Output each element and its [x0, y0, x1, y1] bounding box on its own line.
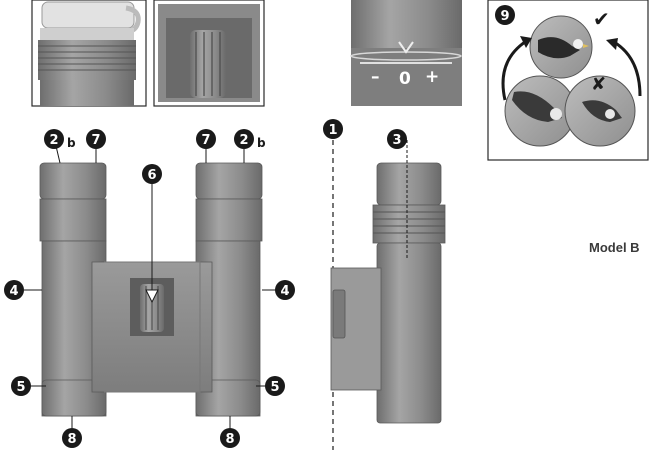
svg-text:7: 7 — [91, 133, 100, 148]
svg-text:3: 3 — [392, 133, 401, 148]
diopter-scale-inset: – 0 + — [350, 0, 462, 106]
callout-3: 3 — [387, 129, 407, 149]
callout-9: 9 — [495, 5, 515, 25]
callout-8-left: 8 — [62, 428, 82, 448]
callout-6: 6 — [142, 164, 162, 184]
callout-2-right: 2 b — [234, 129, 266, 150]
correct-check-icon: ✔ — [593, 7, 610, 31]
svg-text:b: b — [257, 136, 266, 150]
binocular-front-view — [24, 145, 276, 428]
svg-text:2: 2 — [49, 133, 58, 148]
incorrect-cross-icon: ✘ — [591, 74, 606, 95]
model-label: Model B — [589, 240, 640, 255]
svg-text:9: 9 — [500, 9, 509, 24]
callout-5-left: 5 — [11, 376, 31, 396]
eagle-blurred-left-icon — [512, 91, 562, 122]
callout-7-right: 7 — [196, 129, 216, 149]
svg-text:4: 4 — [9, 284, 18, 299]
eyecup-detail-inset — [31, 0, 147, 107]
svg-text:8: 8 — [67, 432, 76, 447]
svg-text:6: 6 — [147, 168, 156, 183]
svg-text:2: 2 — [239, 133, 248, 148]
svg-text:8: 8 — [225, 432, 234, 447]
eagle-blurred-right-icon — [582, 100, 622, 122]
focus-adjustment-inset: ✔ ✘ — [487, 0, 649, 161]
svg-text:5: 5 — [16, 380, 25, 395]
callout-4-left: 4 — [4, 280, 24, 300]
svg-text:1: 1 — [328, 123, 337, 138]
svg-text:b: b — [67, 136, 76, 150]
svg-text:4: 4 — [280, 284, 289, 299]
callout-8-right: 8 — [220, 428, 240, 448]
callout-1: 1 — [323, 119, 343, 139]
focus-wheel-detail-inset — [153, 0, 265, 107]
eagle-sharp-icon — [538, 37, 589, 59]
callout-7-left: 7 — [86, 129, 106, 149]
callout-4-right: 4 — [275, 280, 295, 300]
diopter-minus-label: – — [371, 67, 380, 87]
callout-5-right: 5 — [265, 376, 285, 396]
svg-text:7: 7 — [201, 133, 210, 148]
binocular-side-view — [330, 140, 446, 450]
svg-text:5: 5 — [270, 380, 279, 395]
callout-2-left: 2 b — [44, 129, 76, 150]
diopter-plus-label: + — [425, 67, 439, 87]
diopter-zero-label: 0 — [399, 69, 411, 89]
